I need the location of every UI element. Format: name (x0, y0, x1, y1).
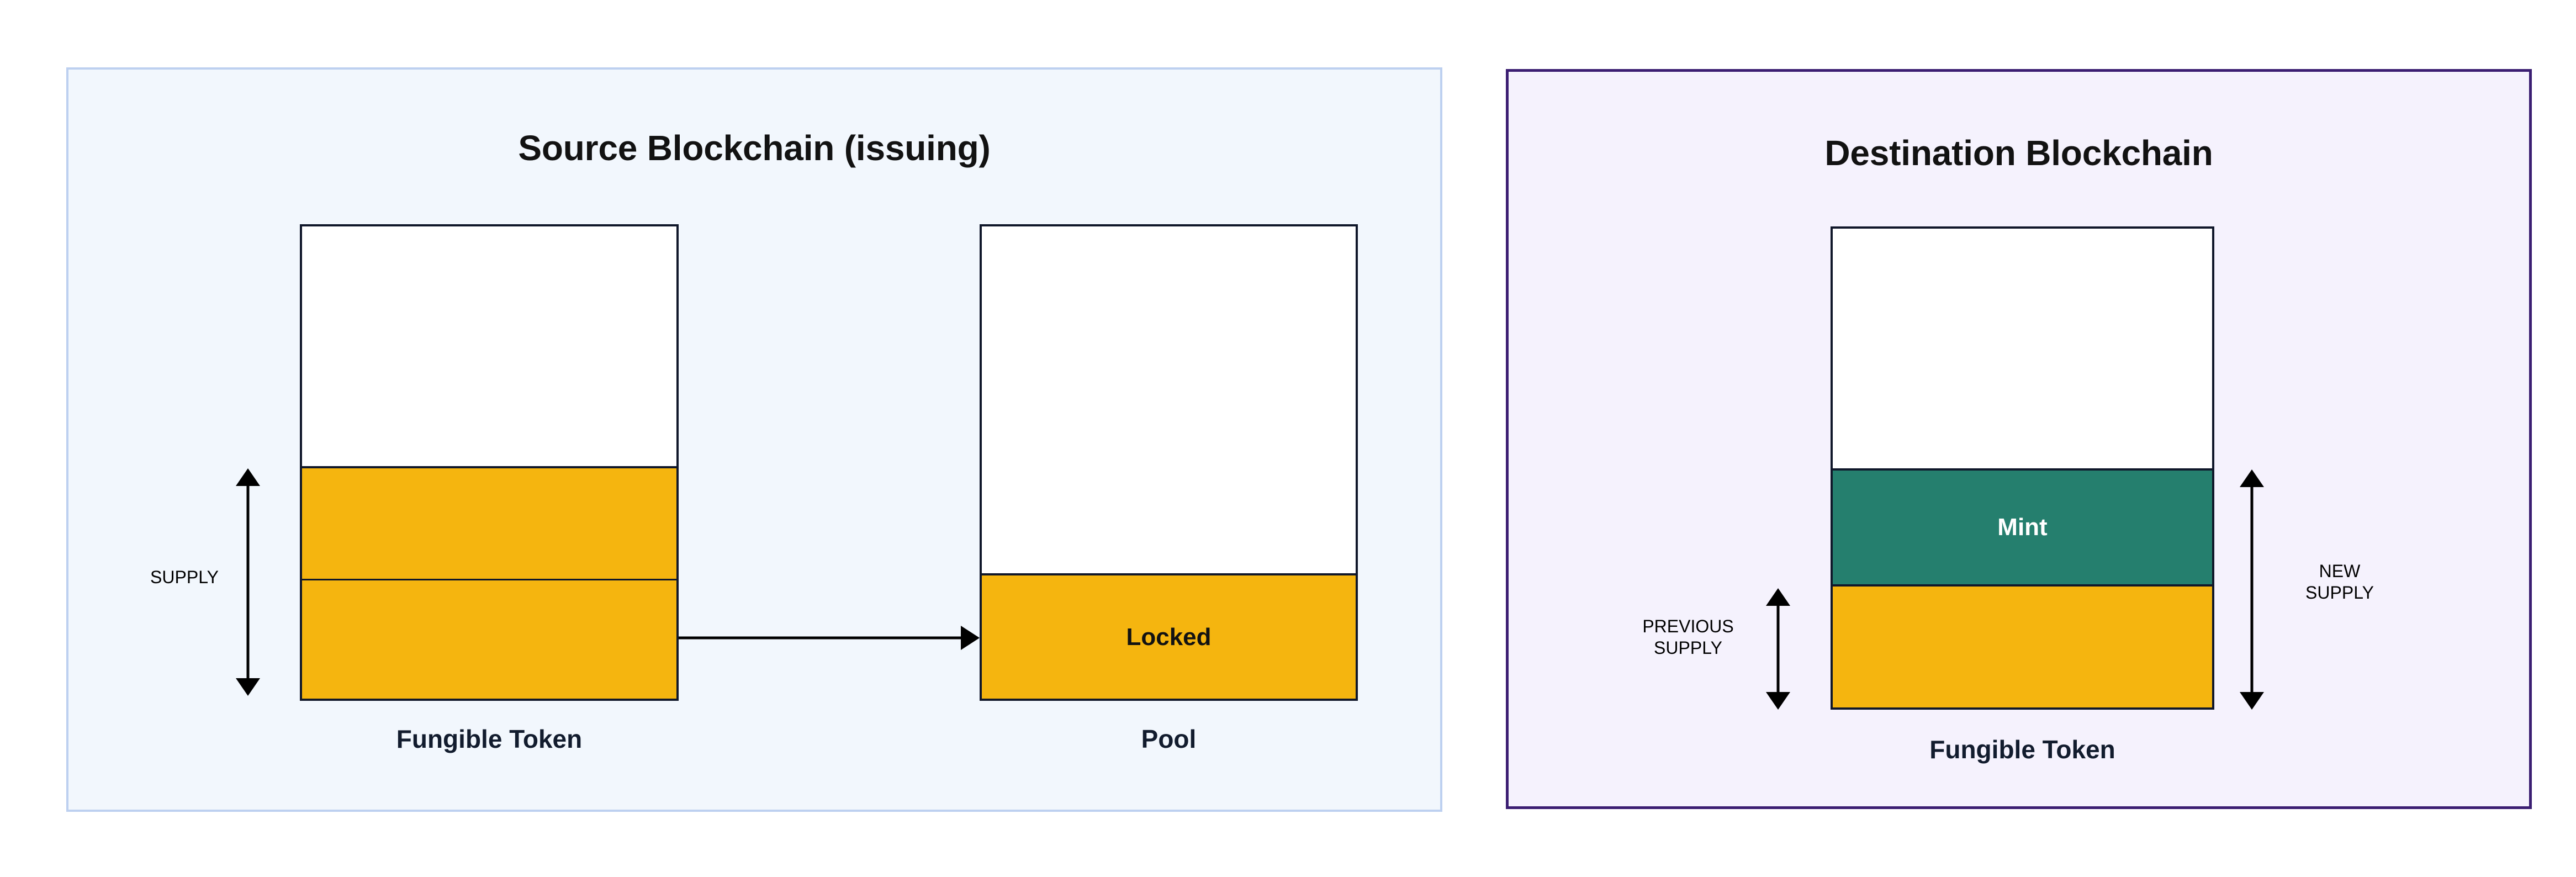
supply-arrow-shaft (246, 476, 250, 688)
new-supply-arrow-shaft (2250, 477, 2254, 702)
source-fungible-token-caption: Fungible Token (396, 725, 583, 753)
previous-supply-measure-label: PREVIOUS SUPPLY (1642, 616, 1734, 658)
previous-supply-arrow-down-head (1766, 692, 1790, 710)
previous-supply-arrow-shaft (1776, 596, 1780, 702)
source-panel-title: Source Blockchain (issuing) (518, 128, 991, 168)
new-supply-measure-label: NEW SUPPLY (2305, 561, 2374, 603)
lock-transfer-arrow (679, 625, 980, 651)
source-fungible-token-bar (300, 224, 679, 701)
transfer-arrow-shaft (679, 636, 963, 640)
transfer-arrow-head (961, 626, 980, 650)
destination-panel-title: Destination Blockchain (1824, 133, 2213, 173)
source-token-segment-supply-lower (302, 579, 676, 699)
destination-blockchain-panel: Destination Blockchain Mint Fungible Tok… (1506, 69, 2532, 809)
source-token-segment-empty (302, 226, 676, 466)
supply-arrow-down-head (236, 678, 260, 696)
destination-fungible-token-bar: Mint (1831, 226, 2214, 710)
supply-measure-label: SUPPLY (150, 567, 219, 587)
previous-supply-measure-arrow (1765, 588, 1791, 710)
new-supply-arrow-down-head (2240, 692, 2264, 710)
destination-fungible-token-caption: Fungible Token (1929, 735, 2115, 764)
source-token-segment-supply-upper (302, 466, 676, 579)
destination-token-segment-mint: Mint (1833, 468, 2212, 585)
source-blockchain-panel: Source Blockchain (issuing) Fungible Tok… (66, 67, 1442, 812)
pool-segment-empty (982, 226, 1356, 574)
destination-token-segment-previous-supply (1833, 584, 2212, 707)
supply-measure-arrow (235, 468, 261, 696)
pool-bar: Locked (980, 224, 1358, 701)
pool-caption: Pool (1141, 725, 1197, 753)
pool-segment-locked: Locked (982, 573, 1356, 699)
new-supply-measure-arrow (2239, 469, 2265, 710)
destination-token-segment-empty (1833, 229, 2212, 468)
